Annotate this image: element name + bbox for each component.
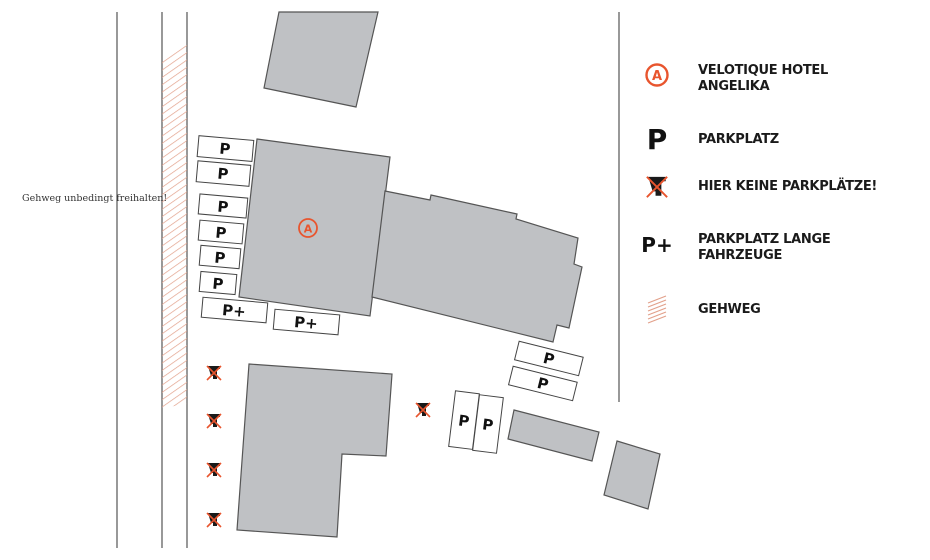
parking-icon: P [646, 122, 668, 156]
legend-item-hotel: A VELOTIQUE HOTEL ANGELIKA [640, 60, 828, 94]
no-parking-icon [415, 402, 431, 418]
no-parking-icon [206, 365, 222, 381]
svg-text:P+: P+ [221, 301, 246, 321]
long-parking-spot: P+ [200, 296, 269, 324]
parking-spot: P [198, 244, 242, 270]
hotel-marker-icon: A [298, 218, 318, 238]
svg-text:P: P [212, 275, 225, 294]
no-parking-icon [206, 512, 222, 528]
parking-spot: P [196, 135, 255, 162]
parking-spot: P [507, 365, 578, 402]
long-vehicle-parking-icon: P+ [641, 233, 673, 257]
svg-text:A: A [304, 223, 313, 236]
legend-label: HIER KEINE PARKPLÄTZE! [698, 179, 878, 194]
legend-item-sidewalk: GEHWEG [640, 295, 761, 325]
parking-spot: P [197, 219, 245, 245]
legend-item-parking: P PARKPLATZ [640, 122, 780, 156]
building-small-southeast [603, 440, 661, 510]
hotel-building [238, 138, 391, 317]
building-south-l [236, 363, 393, 538]
svg-text:P: P [214, 249, 227, 268]
long-parking-spot: P+ [272, 308, 341, 336]
legend-label: PARKPLATZ LANGE [698, 232, 831, 247]
legend-label: PARKPLATZ [698, 132, 779, 147]
parking-spot: P [513, 340, 584, 377]
building-small-east [507, 409, 600, 462]
svg-text:P: P [457, 412, 470, 431]
building-north [263, 11, 379, 108]
sidewalk-note: Gehweg unbedingt freihalten! [22, 193, 168, 204]
svg-text:P: P [217, 165, 230, 184]
parking-spot: P [197, 193, 249, 219]
svg-text:P: P [219, 140, 232, 159]
hotel-marker-icon: A [640, 60, 674, 90]
legend-label: ANGELIKA [698, 79, 770, 94]
no-parking-icon [206, 462, 222, 478]
legend-label: VELOTIQUE HOTEL [698, 63, 828, 78]
legend-label: GEHWEG [698, 302, 761, 317]
building-annex [371, 190, 583, 343]
legend-label: FAHRZEUGE [698, 248, 783, 263]
sidewalk-hatch [162, 45, 187, 408]
parking-spot: P [195, 160, 252, 187]
no-parking-icon [640, 172, 674, 202]
legend-item-no-parking: HIER KEINE PARKPLÄTZE! [640, 172, 877, 202]
legend-item-long-parking: P+ PARKPLATZ LANGE FAHRZEUGE [640, 230, 830, 263]
svg-text:P: P [535, 374, 550, 394]
svg-text:P: P [481, 415, 494, 434]
parking-spot: P [198, 270, 238, 296]
svg-text:A: A [652, 69, 662, 84]
no-parking-icon [206, 413, 222, 429]
svg-text:P: P [541, 349, 556, 369]
parking-spot: P [472, 394, 504, 454]
sidewalk-hatch-icon [640, 295, 674, 325]
parking-spot: P [448, 390, 480, 450]
svg-text:P: P [215, 224, 228, 243]
svg-text:P: P [217, 198, 230, 217]
svg-text:P+: P+ [293, 313, 318, 333]
